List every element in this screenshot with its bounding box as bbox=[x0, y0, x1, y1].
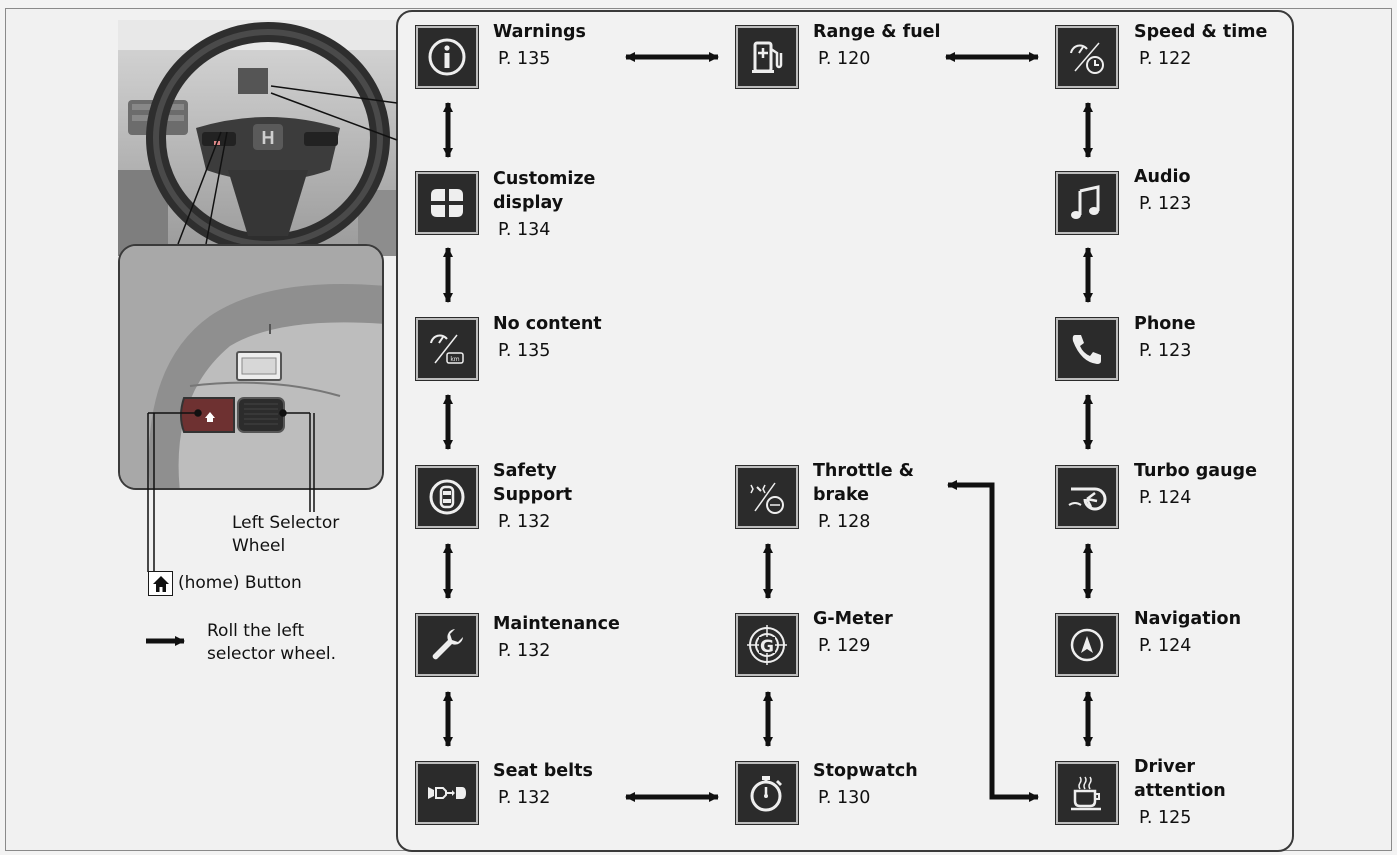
no-content-page: P. 135 bbox=[498, 341, 551, 361]
steering-wheel-photo: H bbox=[118, 20, 408, 256]
turbo-gauge-page: P. 124 bbox=[1139, 488, 1192, 508]
selector-wheel-label: Left Selector Wheel bbox=[232, 513, 340, 556]
g-meter-title: G-Meter bbox=[813, 609, 893, 629]
no-content-title: No content bbox=[493, 314, 602, 334]
stopwatch-page: P. 130 bbox=[818, 788, 871, 808]
svg-text:H: H bbox=[262, 128, 275, 148]
zoom-line bbox=[177, 131, 222, 245]
range-fuel-title: Range & fuel bbox=[813, 22, 941, 42]
phone-page: P. 123 bbox=[1139, 341, 1192, 361]
fuel-pump-icon bbox=[736, 26, 798, 88]
home-button-label: (home) Button bbox=[178, 573, 302, 593]
callout-line bbox=[270, 85, 398, 104]
compass-icon bbox=[1056, 614, 1118, 676]
no-content-icon: km bbox=[416, 318, 478, 380]
music-note-icon bbox=[1056, 172, 1118, 234]
turbo-gauge-title: Turbo gauge bbox=[1134, 461, 1257, 481]
safety-support-page: P. 132 bbox=[498, 512, 551, 532]
navigation-title: Navigation bbox=[1134, 609, 1242, 629]
speed-time-title: Speed & time bbox=[1134, 22, 1268, 42]
speed-time-page: P. 122 bbox=[1139, 49, 1192, 69]
seat-belts-title: Seat belts bbox=[493, 761, 593, 781]
svg-text:km: km bbox=[450, 356, 459, 363]
driver-attention-title: Driver attention bbox=[1134, 757, 1226, 801]
info-icon bbox=[416, 26, 478, 88]
layout-grid-icon bbox=[416, 172, 478, 234]
roll-instruction-label: Roll the left selector wheel. bbox=[207, 621, 337, 664]
callout-line bbox=[270, 92, 398, 141]
range-fuel-page: P. 120 bbox=[818, 49, 871, 69]
customize-display-title: Customize display bbox=[493, 169, 596, 213]
switch-closeup-inset bbox=[118, 244, 384, 490]
throttle-brake-title: Throttle & brake bbox=[813, 461, 915, 505]
safety-support-title: Safety Support bbox=[493, 461, 573, 505]
coffee-cup-icon bbox=[1056, 762, 1118, 824]
svg-text:G: G bbox=[760, 637, 774, 657]
customize-display-page: P. 134 bbox=[498, 220, 551, 240]
warnings-page: P. 135 bbox=[498, 49, 551, 69]
g-meter-page: P. 129 bbox=[818, 636, 871, 656]
speed-time-icon bbox=[1056, 26, 1118, 88]
safety-support-icon bbox=[416, 466, 478, 528]
phone-icon bbox=[1056, 318, 1118, 380]
throttle-brake-page: P. 128 bbox=[818, 512, 871, 532]
g-meter-icon: G bbox=[736, 614, 798, 676]
phone-title: Phone bbox=[1134, 314, 1196, 334]
seat-belt-icon bbox=[416, 762, 478, 824]
seat-belts-page: P. 132 bbox=[498, 788, 551, 808]
audio-title: Audio bbox=[1134, 167, 1191, 187]
turbo-icon bbox=[1056, 466, 1118, 528]
display-menu-panel bbox=[396, 10, 1294, 852]
nav-arrow-elbow bbox=[947, 480, 1039, 802]
zoom-line bbox=[205, 131, 228, 245]
audio-page: P. 123 bbox=[1139, 194, 1192, 214]
throttle-brake-icon bbox=[736, 466, 798, 528]
driver-attention-page: P. 125 bbox=[1139, 808, 1192, 828]
warnings-title: Warnings bbox=[493, 22, 586, 42]
home-button-icon bbox=[148, 571, 173, 596]
wrench-icon bbox=[416, 614, 478, 676]
stopwatch-icon bbox=[736, 762, 798, 824]
navigation-page: P. 124 bbox=[1139, 636, 1192, 656]
maintenance-page: P. 132 bbox=[498, 641, 551, 661]
maintenance-title: Maintenance bbox=[493, 614, 620, 634]
stopwatch-title: Stopwatch bbox=[813, 761, 918, 781]
